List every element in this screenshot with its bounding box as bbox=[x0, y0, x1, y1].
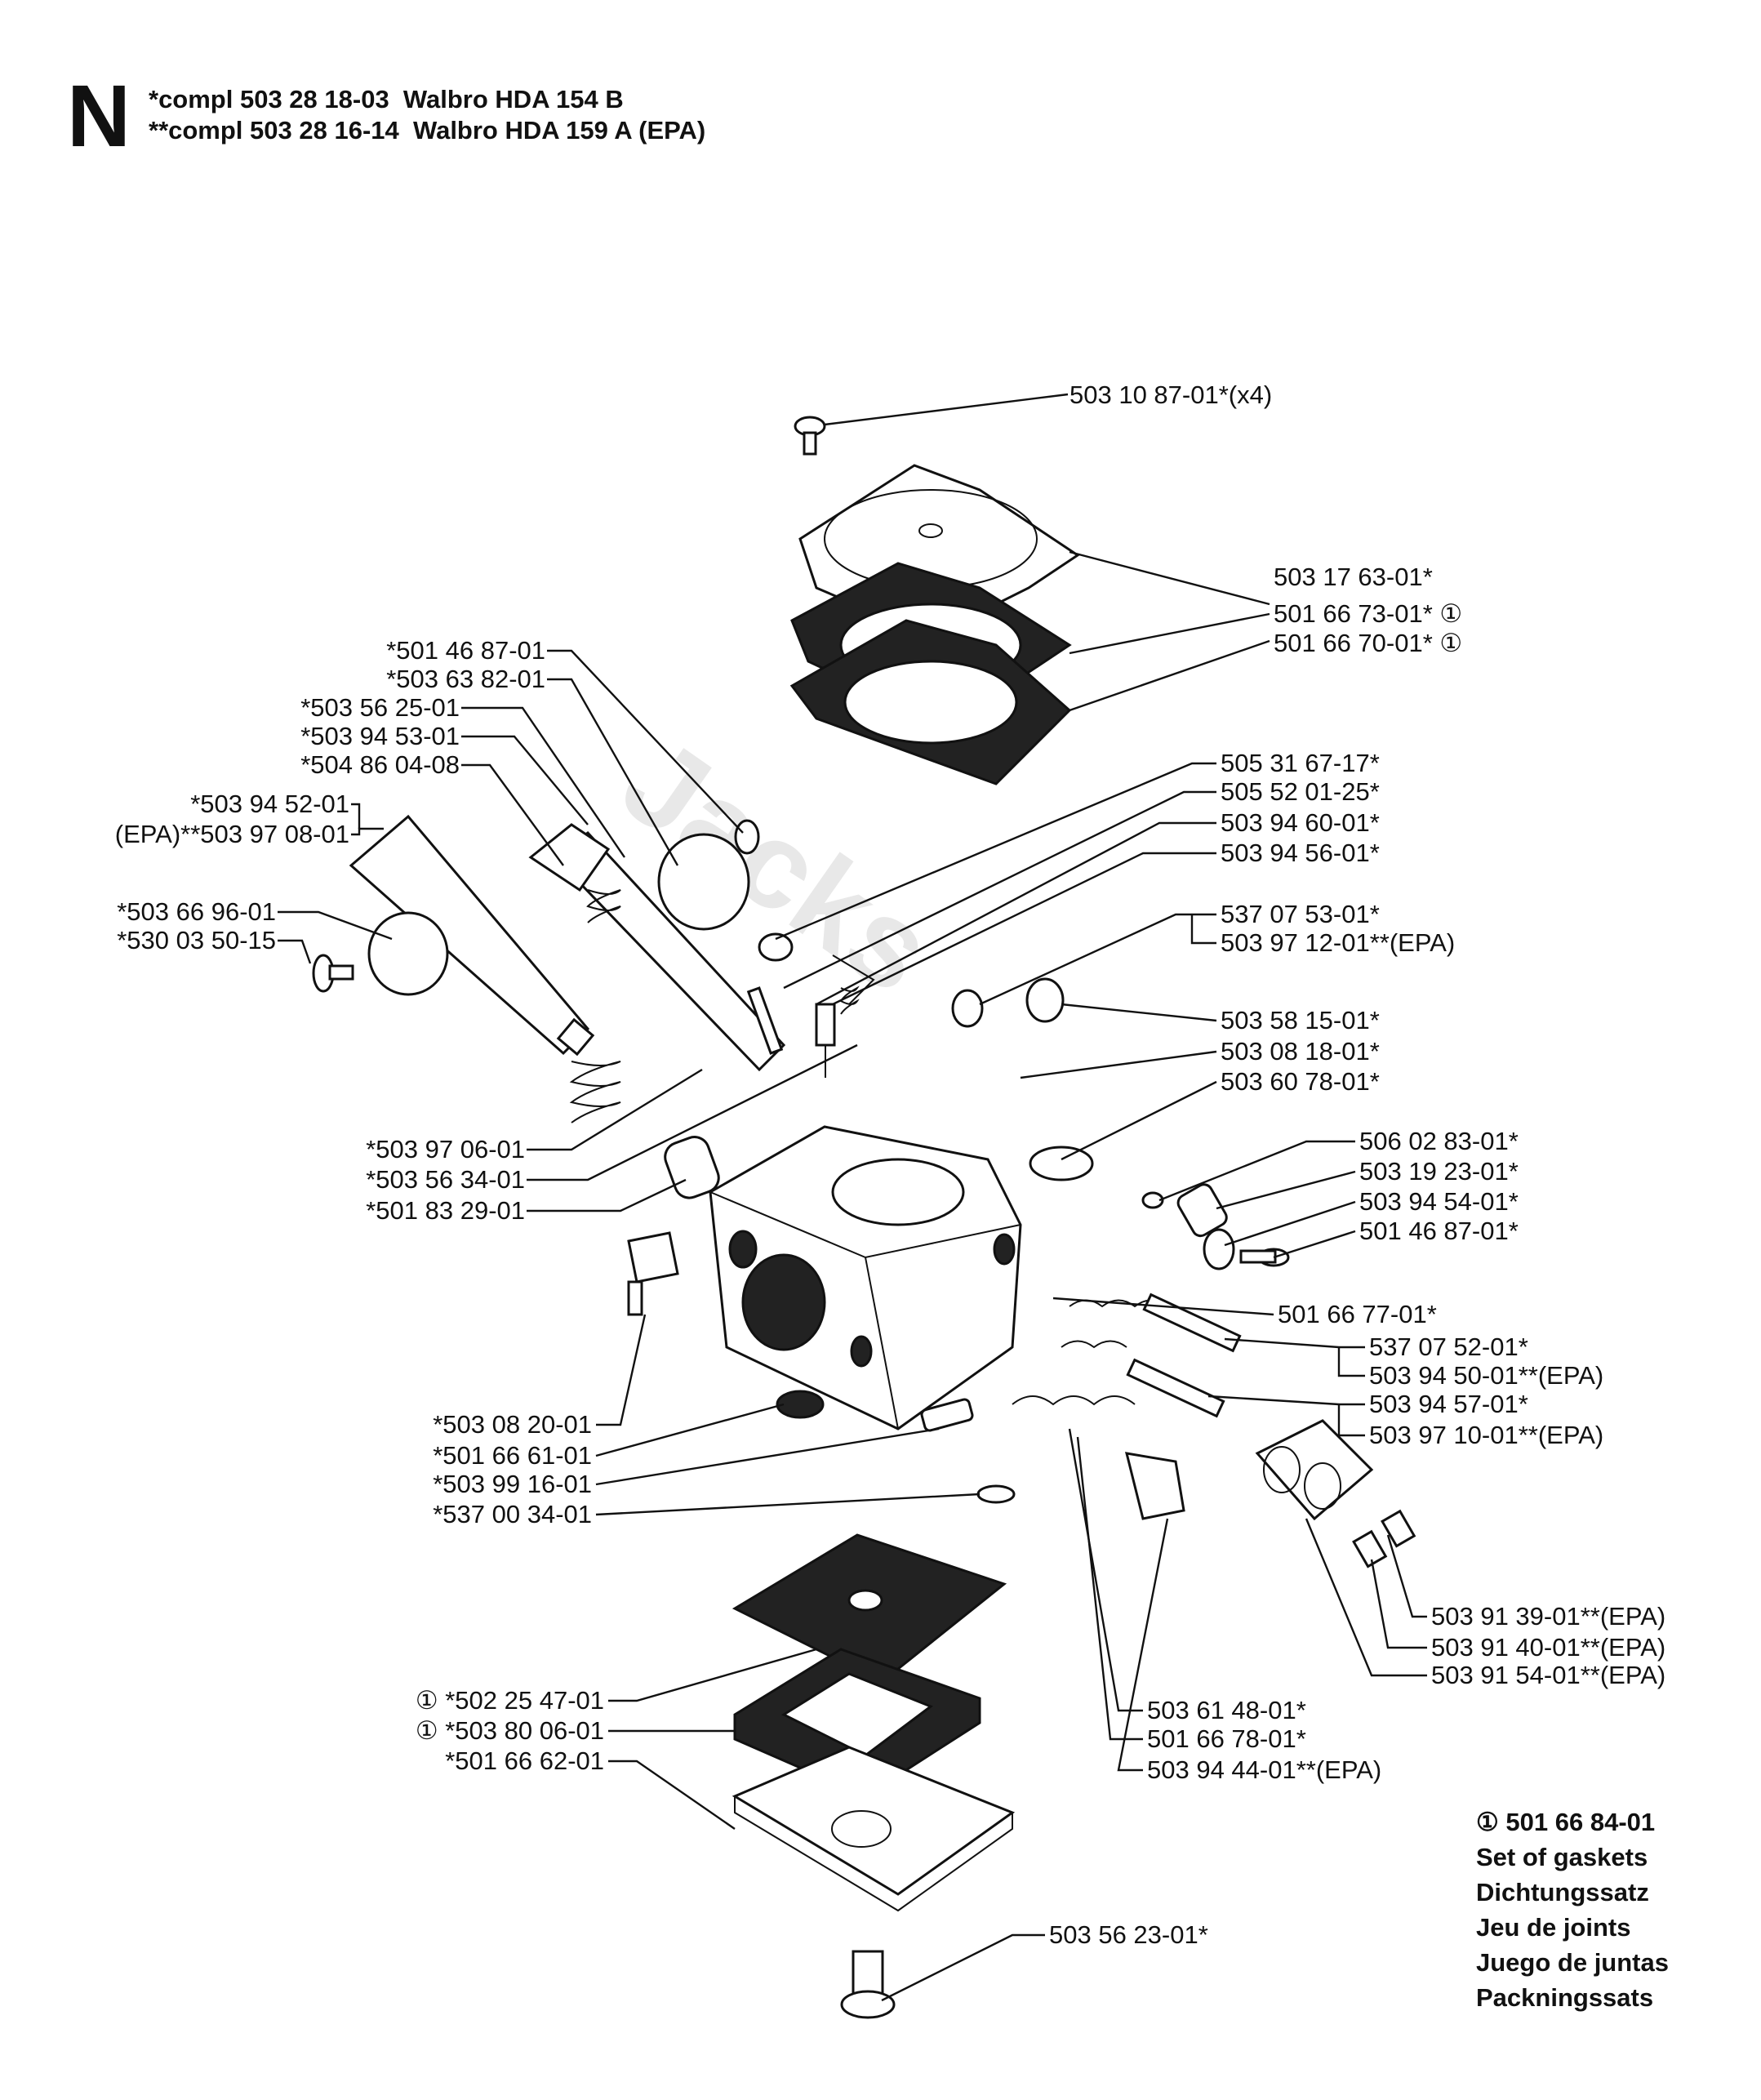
gasket-set-legend: ① 501 66 84-01 Set of gaskets Dichtungss… bbox=[1476, 1804, 1669, 2015]
label-501-66-77-01: 501 66 77-01* bbox=[1278, 1300, 1437, 1328]
label-501-46-87-01-right: 501 46 87-01* bbox=[1359, 1217, 1519, 1245]
label-501-66-70-01: 501 66 70-01* ① bbox=[1274, 629, 1462, 657]
header-line-2: **compl 503 28 16-14 Walbro HDA 159 A (E… bbox=[149, 116, 706, 145]
label-503-10-87-01: 503 10 87-01*(x4) bbox=[1069, 380, 1272, 409]
label-503-08-18-01: 503 08 18-01* bbox=[1221, 1037, 1380, 1066]
part-labels: 503 10 87-01*(x4) 503 17 63-01* 501 66 7… bbox=[115, 380, 1665, 1949]
label-502-25-47-01: ① *502 25 47-01 bbox=[416, 1686, 604, 1715]
label-503-94-56-01: 503 94 56-01* bbox=[1221, 839, 1380, 867]
label-503-97-12-01: 503 97 12-01**(EPA) bbox=[1221, 928, 1455, 957]
fuel-nipple-part bbox=[627, 1231, 679, 1316]
label-503-99-16-01: *503 99 16-01 bbox=[433, 1470, 592, 1498]
welch-plugs-part bbox=[951, 977, 1094, 1181]
label-503-56-25-01: *503 56 25-01 bbox=[300, 693, 460, 722]
label-503-91-39-01: 503 91 39-01**(EPA) bbox=[1431, 1602, 1665, 1631]
legend-french: Jeu de joints bbox=[1476, 1913, 1631, 1942]
label-503-94-52-01: *503 94 52-01 bbox=[190, 790, 349, 818]
label-503-58-15-01: 503 58 15-01* bbox=[1221, 1006, 1380, 1034]
label-503-94-57-01: 503 94 57-01* bbox=[1369, 1390, 1528, 1418]
label-503-17-63-01: 503 17 63-01* bbox=[1274, 563, 1433, 591]
legend-part-number: ① 501 66 84-01 bbox=[1476, 1808, 1656, 1836]
label-501-66-78-01: 501 66 78-01* bbox=[1147, 1724, 1306, 1753]
label-503-94-53-01: *503 94 53-01 bbox=[300, 722, 460, 750]
pump-gasket-part bbox=[733, 1648, 981, 1798]
label-503-94-44-01: 503 94 44-01**(EPA) bbox=[1147, 1755, 1381, 1784]
label-503-91-54-01: 503 91 54-01**(EPA) bbox=[1431, 1661, 1665, 1689]
label-537-07-52-01: 537 07 52-01* bbox=[1369, 1333, 1528, 1361]
pump-cover-part bbox=[732, 1746, 1016, 1912]
limiter-cap-part bbox=[1255, 1419, 1416, 1568]
label-503-61-48-01: 503 61 48-01* bbox=[1147, 1696, 1306, 1724]
choke-spring-part bbox=[569, 1061, 621, 1123]
carburetor-body-part bbox=[709, 1125, 1022, 1430]
label-505-31-67-17: 505 31 67-17* bbox=[1221, 749, 1380, 777]
throttle-valve-disc-part bbox=[657, 819, 760, 931]
label-503-60-78-01: 503 60 78-01* bbox=[1221, 1067, 1380, 1096]
label-503-56-23-01: 503 56 23-01* bbox=[1049, 1920, 1208, 1949]
cover-screw-part bbox=[840, 1950, 896, 2019]
legend-german: Dichtungssatz bbox=[1476, 1878, 1649, 1906]
label-501-83-29-01: *501 83 29-01 bbox=[366, 1196, 525, 1225]
label-505-52-01-25: 505 52 01-25* bbox=[1221, 777, 1380, 806]
legend-spanish: Juego de juntas bbox=[1476, 1948, 1669, 1977]
small-parts-bottom-part bbox=[776, 1390, 1016, 1504]
legend-swedish: Packningssats bbox=[1476, 1983, 1654, 2012]
legend-english: Set of gaskets bbox=[1476, 1843, 1648, 1871]
label-503-97-10-01: 503 97 10-01**(EPA) bbox=[1369, 1421, 1603, 1449]
label-501-66-61-01: *501 66 61-01 bbox=[433, 1441, 592, 1470]
svg-text:Jacks: Jacks bbox=[599, 711, 957, 1019]
label-501-66-73-01: 501 66 73-01* ① bbox=[1274, 599, 1462, 628]
label-503-63-82-01: *503 63 82-01 bbox=[386, 665, 545, 693]
label-503-66-96-01: *503 66 96-01 bbox=[117, 897, 276, 926]
throttle-spring-part bbox=[586, 889, 621, 923]
inlet-needle-part bbox=[746, 986, 836, 1078]
label-537-00-34-01: *537 00 34-01 bbox=[433, 1500, 592, 1528]
label-503-97-08-01: (EPA)**503 97 08-01 bbox=[115, 820, 349, 848]
section-letter: N bbox=[67, 66, 131, 165]
choke-valve-disc-part bbox=[312, 911, 449, 996]
leader-lines bbox=[278, 393, 1427, 2002]
watermark: Jacks bbox=[599, 711, 957, 1019]
label-503-19-23-01: 503 19 23-01* bbox=[1359, 1157, 1519, 1186]
label-503-80-06-01: ① *503 80 06-01 bbox=[416, 1716, 604, 1745]
label-530-03-50-15: *530 03 50-15 bbox=[117, 926, 276, 954]
label-501-46-87-01-left: *501 46 87-01 bbox=[386, 636, 545, 665]
label-504-86-04-08: *504 86 04-08 bbox=[300, 750, 460, 779]
label-503-94-54-01: 503 94 54-01* bbox=[1359, 1187, 1519, 1216]
header-line-1: *compl 503 28 18-03 Walbro HDA 154 B bbox=[149, 85, 624, 113]
top-screw-part bbox=[794, 416, 826, 456]
label-503-94-50-01: 503 94 50-01**(EPA) bbox=[1369, 1361, 1603, 1390]
label-506-02-83-01: 506 02 83-01* bbox=[1359, 1127, 1519, 1155]
label-503-56-34-01: *503 56 34-01 bbox=[366, 1165, 525, 1194]
label-503-94-60-01: 503 94 60-01* bbox=[1221, 808, 1380, 837]
metering-gasket-part bbox=[789, 619, 1072, 785]
adjustment-needles-part bbox=[1012, 1292, 1242, 1520]
label-503-08-20-01: *503 08 20-01 bbox=[433, 1410, 592, 1439]
choke-shaft-part bbox=[349, 814, 595, 1057]
label-537-07-53-01: 537 07 53-01* bbox=[1221, 900, 1380, 928]
fuel-pump-fittings-part bbox=[1141, 1183, 1290, 1270]
label-503-91-40-01: 503 91 40-01**(EPA) bbox=[1431, 1633, 1665, 1662]
label-503-97-06-01: *503 97 06-01 bbox=[366, 1135, 525, 1163]
label-501-66-62-01: *501 66 62-01 bbox=[445, 1746, 604, 1775]
